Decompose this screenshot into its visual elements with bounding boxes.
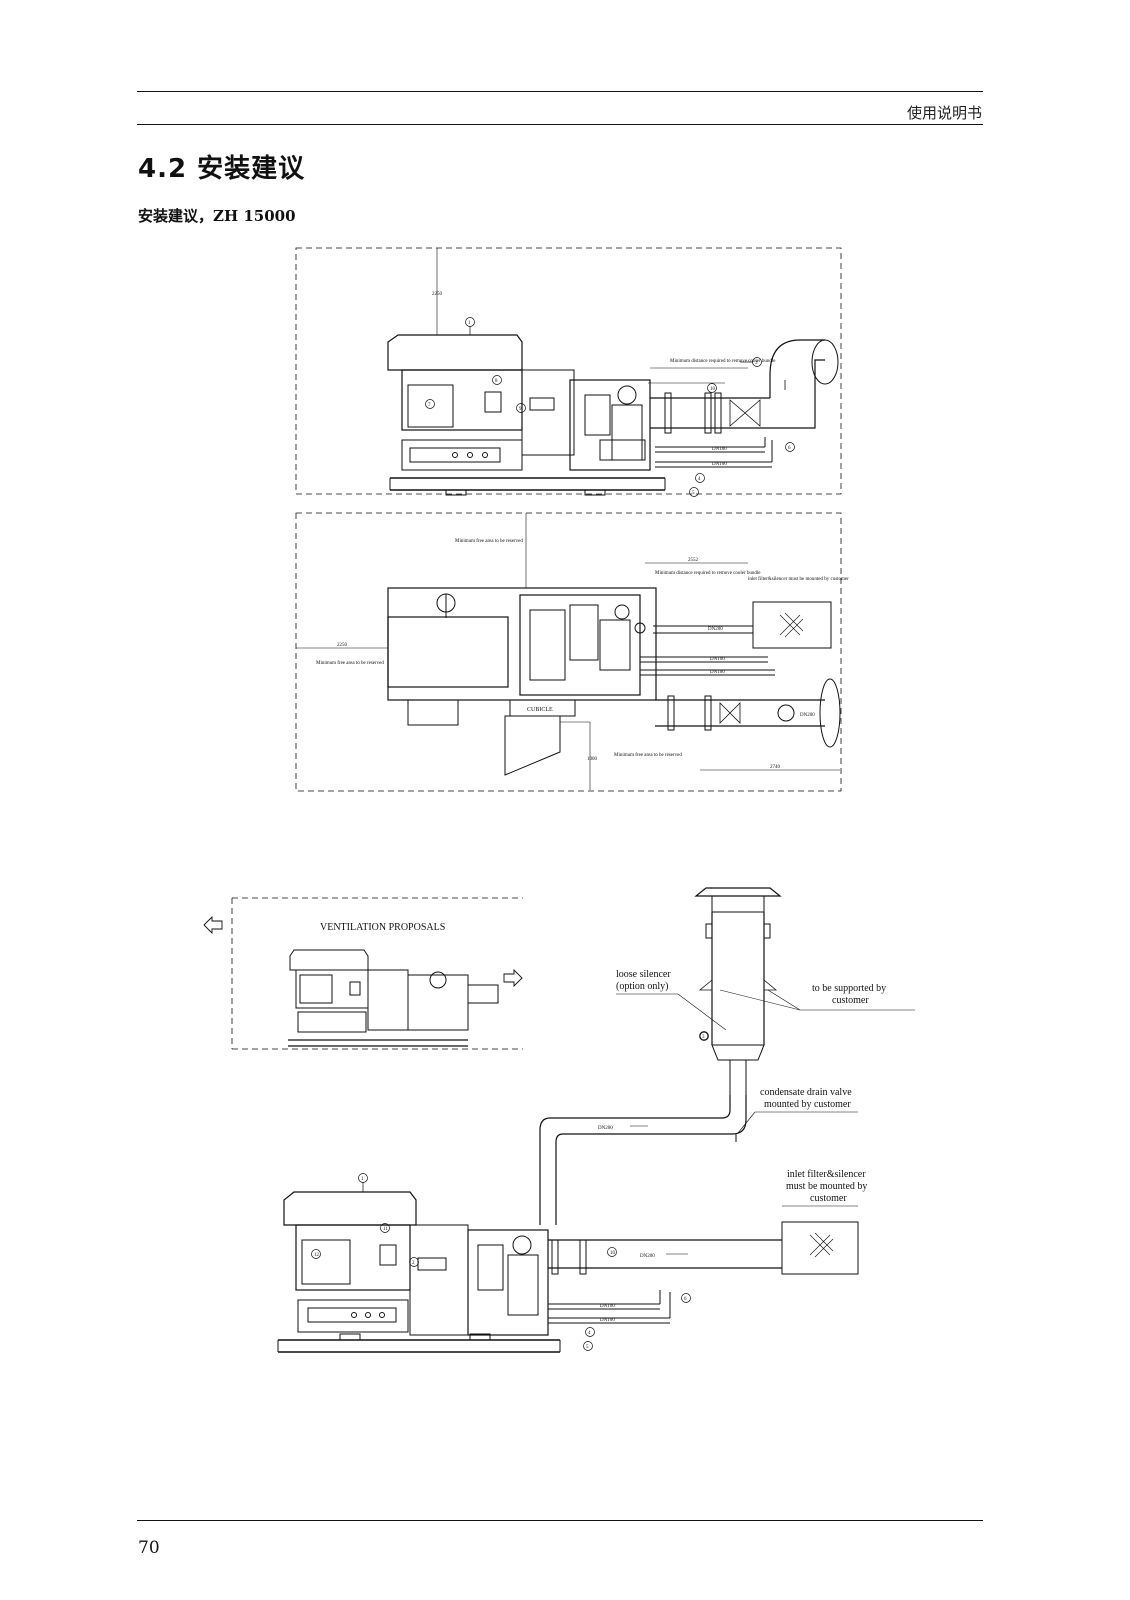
page-number: 70: [138, 1538, 160, 1558]
drawing-elevation-silencer: loose silencer (option only) to be suppo…: [277, 887, 915, 1353]
d3-condensate-1: condensate drain valve: [760, 1087, 852, 1098]
d3-inlet-filter-2: must be mounted by: [786, 1181, 867, 1192]
d3-inlet-filter-1: inlet filter&silencer: [787, 1169, 866, 1180]
d3-condensate-2: mounted by customer: [764, 1099, 851, 1110]
dim-top: 2250: [432, 292, 443, 297]
d3-supported-2: customer: [832, 995, 869, 1006]
d1-pipe-dn100-b: DN100: [712, 462, 727, 467]
d2-pipe-dn100-a: DN100: [710, 657, 725, 662]
d2-pipe-dn200-a: DN200: [708, 627, 723, 632]
d3-balloon-2: 2: [412, 1261, 415, 1266]
footer-rule: [137, 1520, 983, 1521]
d2-note-left: Minimum free area to be reserved: [316, 661, 384, 666]
d3-balloon-6: 6: [684, 1297, 687, 1302]
d3-inlet-filter-3: customer: [810, 1193, 847, 1204]
d3-loose-silencer-1: loose silencer: [616, 969, 671, 980]
d1-balloon-7: 7: [428, 403, 431, 408]
d3-balloon-4: 4: [588, 1331, 591, 1336]
header-title: 使用说明书: [906, 104, 982, 122]
section-title: 4.2 安装建议: [138, 154, 306, 184]
ventilation-title: VENTILATION PROPOSALS: [320, 922, 445, 933]
subsection-title: 安装建议，ZH 15000: [138, 207, 296, 225]
d3-supported-1: to be supported by: [812, 983, 886, 994]
d1-balloon-3: 3: [755, 361, 758, 366]
drawing-side-elevation: 2250: [295, 247, 842, 497]
d2-note-bottom: Minimum free area to be reserved: [614, 753, 682, 758]
d3-balloon-10: 10: [610, 1251, 616, 1256]
d3-balloon-1: 1: [361, 1177, 364, 1182]
d2-pipe-dn100-b: DN100: [710, 670, 725, 675]
header-top-rule: [137, 91, 983, 92]
d3-pipe-dn200-a: DN200: [598, 1126, 613, 1131]
d2-pipe-dn200-b: DN200: [800, 713, 815, 718]
d1-balloon-6: 6: [788, 446, 791, 451]
ventilation-proposals: VENTILATION PROPOSALS: [203, 897, 523, 1050]
d1-balloon-8: 8: [495, 379, 498, 384]
d2-inlet-note: inlet filter&silencer must be mounted by…: [748, 577, 849, 582]
d3-balloon-11: 11: [383, 1227, 388, 1232]
d1-min-distance-note: Minimum distance required to remove cool…: [670, 359, 776, 364]
d3-pipe-dn100-b: DN100: [600, 1318, 615, 1323]
d2-dim-bottom-right: 2740: [770, 765, 781, 770]
d2-cubicle-label: CUBICLE: [527, 707, 553, 713]
d1-pipe-dn100-a: DN100: [712, 447, 727, 452]
d3-pipe-dn100-a: DN100: [600, 1304, 615, 1309]
d1-balloon-9: 9: [519, 407, 522, 412]
header-bottom-rule: [137, 124, 983, 125]
d2-dim-top: 2552: [688, 558, 699, 563]
d2-note-top: Minimum free area to be reserved: [455, 539, 523, 544]
d1-balloon-4: 4: [698, 477, 701, 482]
d1-balloon-5: 5: [692, 491, 695, 496]
d2-min-distance-note: Minimum distance required to remove cool…: [655, 571, 761, 576]
d1-balloon-10: 10: [710, 387, 716, 392]
d3-pipe-dn200-b: DN200: [640, 1254, 655, 1259]
d1-balloon-1: 1: [468, 321, 471, 326]
d3-balloon-5: 5: [586, 1345, 589, 1350]
d3-balloon-3: 3: [702, 1035, 705, 1040]
d3-balloon-12: 12: [314, 1253, 320, 1258]
d2-dim-bottom: 1000: [587, 757, 598, 762]
d3-loose-silencer-2: (option only): [616, 981, 669, 992]
drawing-plan-view: Minimum free area to be reserved CUBICLE…: [295, 512, 849, 792]
d2-dim-left: 2250: [337, 643, 348, 648]
